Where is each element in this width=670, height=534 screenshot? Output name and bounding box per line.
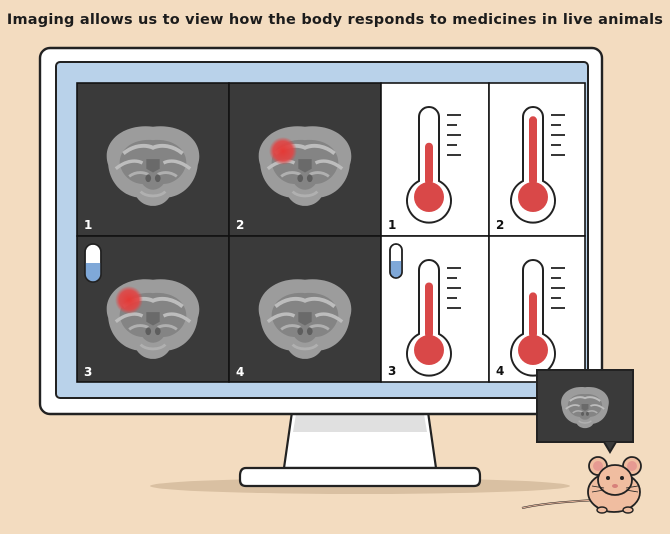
scan-panel-number: 4 — [236, 365, 244, 379]
thermometer-panel: 3 — [380, 235, 490, 383]
speech-bubble-icon — [536, 369, 634, 454]
panel-grid: 1 2 3 4 1 2 3 4 — [76, 82, 586, 383]
scan-panel-number: 3 — [84, 365, 92, 379]
scan-panel-number: 2 — [236, 218, 244, 232]
thermometer-icon — [510, 106, 565, 224]
thermo-panel-number: 2 — [496, 218, 504, 232]
brain-scan-panel: 2 — [228, 82, 382, 237]
capsule-pill-icon — [389, 243, 403, 279]
capsule-pill-icon — [84, 243, 102, 283]
hotspot-marker — [115, 286, 143, 314]
thermo-panel-number: 4 — [496, 364, 504, 378]
thermometer-icon — [510, 259, 565, 377]
brain-scan-panel: 4 — [228, 235, 382, 383]
thermo-panel-number: 3 — [388, 364, 396, 378]
thermometer-panel: 2 — [488, 82, 586, 237]
brain-scan-panel: 3 — [76, 235, 230, 383]
brain-scan-panel: 1 — [76, 82, 230, 237]
thermometer-panel: 4 — [488, 235, 586, 383]
thermo-panel-number: 1 — [388, 218, 396, 232]
mouse-icon — [521, 456, 642, 514]
thermometer-panel: 1 — [380, 82, 490, 237]
diagram-title: Imaging allows us to view how the body r… — [6, 12, 664, 28]
scan-panel-number: 1 — [84, 218, 92, 232]
monitor-stand — [150, 410, 570, 494]
thermometer-icon — [406, 259, 461, 377]
thermometer-icon — [406, 106, 461, 224]
hotspot-marker — [269, 137, 297, 165]
